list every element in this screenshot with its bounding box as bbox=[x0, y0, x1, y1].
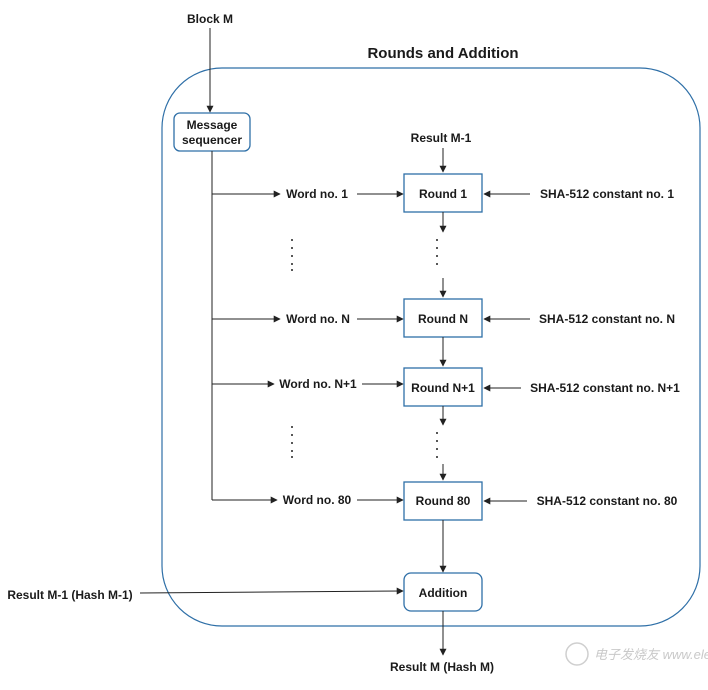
round-1-label: Round 1 bbox=[419, 187, 467, 201]
sequencer-line1: Message bbox=[187, 118, 238, 132]
word-n-label: Word no. N bbox=[286, 312, 350, 326]
block-label: Block M bbox=[187, 12, 233, 26]
sequencer-line2: sequencer bbox=[182, 133, 242, 147]
word-1-label: Word no. 1 bbox=[286, 187, 348, 201]
ellipsis-words-upper bbox=[291, 239, 293, 271]
watermark-text: 电子发烧友 www.elecfans.com bbox=[594, 647, 708, 662]
round-1-box bbox=[403, 173, 483, 213]
constant-n1-label: SHA-512 constant no. N+1 bbox=[530, 381, 680, 395]
ellipsis-rounds-lower bbox=[436, 432, 438, 458]
result-out-label: Result M (Hash M) bbox=[390, 660, 494, 674]
result-in-label: Result M-1 bbox=[411, 131, 472, 145]
constant-80-label: SHA-512 constant no. 80 bbox=[537, 494, 678, 508]
watermark: 电子发烧友 www.elecfans.com bbox=[565, 642, 708, 666]
constant-n-label: SHA-512 constant no. N bbox=[539, 312, 675, 326]
round-80-box bbox=[403, 481, 483, 521]
word-80-label: Word no. 80 bbox=[283, 493, 352, 507]
round-n1-label: Round N+1 bbox=[411, 381, 475, 395]
rounds-container bbox=[161, 67, 701, 627]
constant-1-label: SHA-512 constant no. 1 bbox=[540, 187, 674, 201]
round-n1-box bbox=[403, 367, 483, 407]
ellipsis-words-lower bbox=[291, 426, 293, 458]
hash-in-label: Result M-1 (Hash M-1) bbox=[7, 588, 132, 602]
watermark-logo-icon bbox=[565, 642, 589, 666]
round-n-label: Round N bbox=[418, 312, 468, 326]
round-80-label: Round 80 bbox=[416, 494, 471, 508]
addition-label: Addition bbox=[419, 586, 468, 600]
word-n1-label: Word no. N+1 bbox=[279, 377, 357, 391]
ellipsis-rounds-upper bbox=[436, 239, 438, 265]
hash-in-arrow bbox=[139, 587, 404, 595]
diagram-title: Rounds and Addition bbox=[367, 45, 518, 62]
